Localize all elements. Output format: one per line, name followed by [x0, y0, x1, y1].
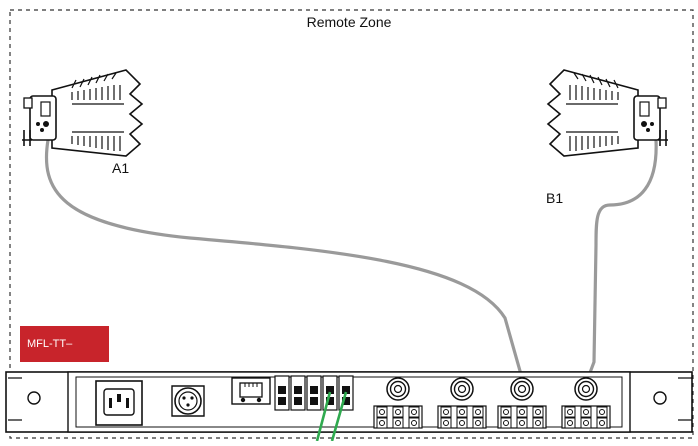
fiber-port-icon	[306, 375, 322, 411]
antenna-a1-icon	[21, 69, 143, 157]
antenna-b1-icon	[547, 69, 669, 157]
bnc-connector-icon	[386, 377, 410, 401]
rf-cable-a1	[44, 138, 524, 380]
fiber-port-icon	[274, 375, 290, 411]
rack-device	[5, 371, 693, 442]
bnc-connector-icon	[450, 377, 474, 401]
fiber-cable	[315, 391, 332, 442]
rf-cable-b1	[586, 138, 658, 380]
fiber-port-icon	[290, 375, 306, 411]
rack-mount-hole-left	[27, 391, 41, 405]
rf-output-bank	[373, 405, 611, 429]
ethernet-port-icon	[231, 377, 271, 405]
xlr-connector-icon	[171, 385, 205, 417]
antenna-label-b1: B1	[546, 190, 564, 206]
zone-title: Remote Zone	[306, 14, 392, 30]
model-badge: MFL-TT–	[20, 326, 109, 362]
fiber-cable	[330, 391, 348, 442]
bnc-connector-icon	[510, 377, 534, 401]
rack-mount-hole-right	[653, 391, 667, 405]
antenna-label-a1: A1	[112, 160, 130, 176]
iec-power-inlet-icon	[95, 380, 143, 426]
remote-zone-boundary	[9, 9, 694, 439]
bnc-connector-icon	[574, 377, 598, 401]
